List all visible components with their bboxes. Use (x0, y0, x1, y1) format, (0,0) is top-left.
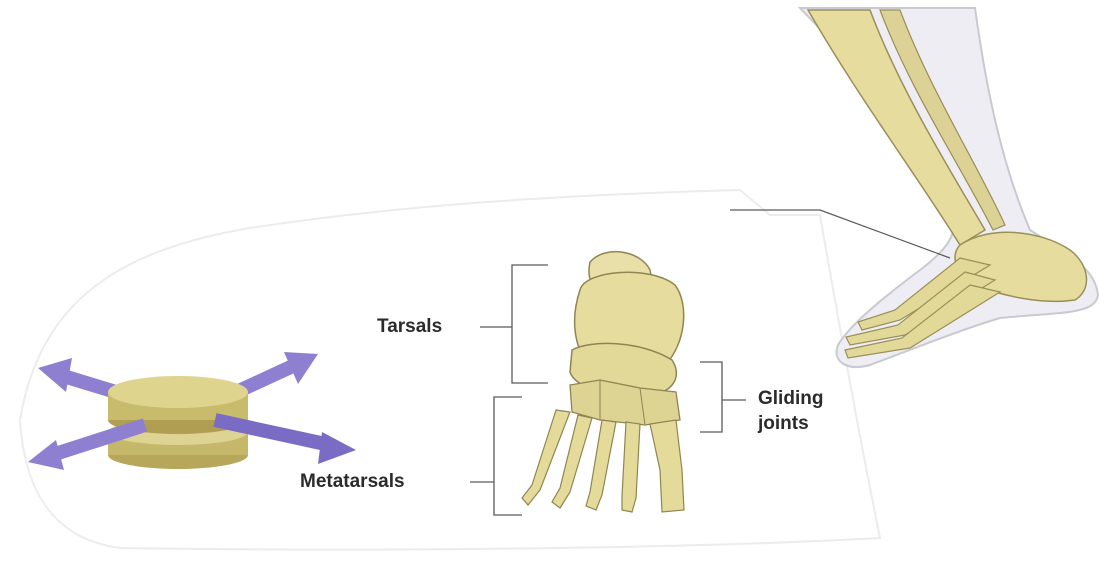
tarsals-label: Tarsals (377, 316, 442, 338)
background-panel (20, 190, 880, 550)
gliding-joints-label-line1: Gliding (758, 388, 823, 410)
metatarsals-label: Metatarsals (300, 471, 405, 493)
gliding-joints-label-line2: joints (758, 413, 809, 435)
